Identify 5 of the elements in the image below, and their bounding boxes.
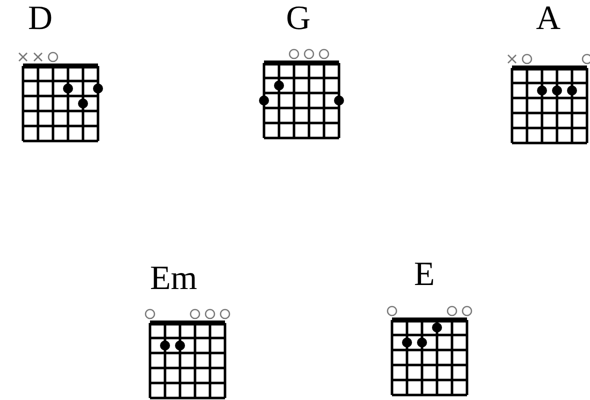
chord-name: Em: [150, 262, 198, 296]
chord-name: D: [28, 2, 53, 36]
chord-name: G: [286, 2, 311, 36]
chord-name: E: [414, 258, 435, 292]
chord-name: A: [536, 2, 561, 36]
